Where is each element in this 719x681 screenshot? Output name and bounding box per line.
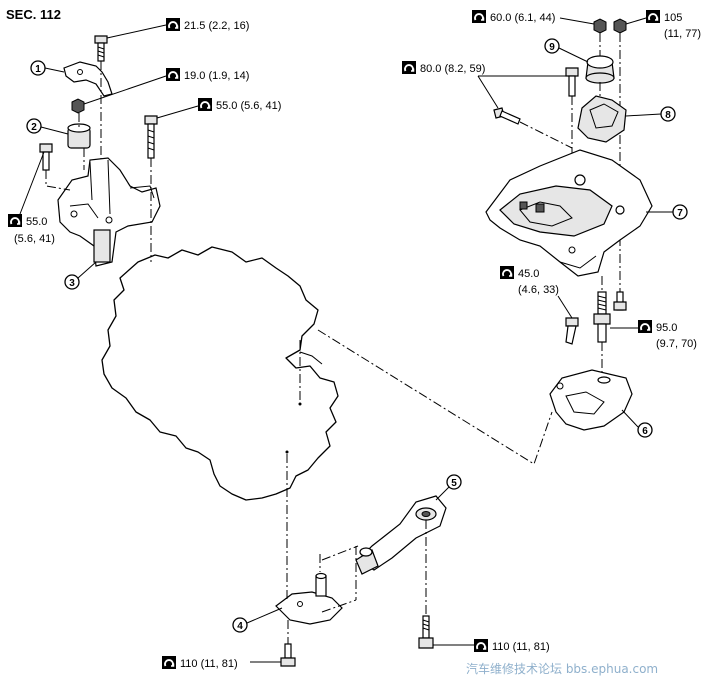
torque-spec-9: 95.0 (9.7, 70) <box>610 319 697 350</box>
svg-text:110 (11, 81): 110 (11, 81) <box>492 641 550 653</box>
callout-8: 8 <box>625 106 676 122</box>
svg-text:60.0 (6.1, 44): 60.0 (6.1, 44) <box>490 12 555 24</box>
bolt-110-right <box>418 615 434 649</box>
svg-text:9: 9 <box>549 42 555 53</box>
nut-105 <box>613 18 627 34</box>
svg-text:8: 8 <box>665 110 671 121</box>
svg-text:3: 3 <box>69 278 75 289</box>
callout-4: 4 <box>232 607 283 633</box>
svg-text:55.0 (5.6, 41): 55.0 (5.6, 41) <box>216 100 281 112</box>
torque-spec-7: 80.0 (8.2, 59) <box>401 60 485 75</box>
svg-text:105: 105 <box>664 12 682 24</box>
svg-text:6: 6 <box>642 426 648 437</box>
svg-text:(9.7, 70): (9.7, 70) <box>656 338 697 350</box>
torque-spec-6: 105 (11, 77) <box>625 9 701 40</box>
svg-text:1: 1 <box>35 64 41 75</box>
svg-text:2: 2 <box>31 122 37 133</box>
rod-bushing <box>355 547 379 575</box>
svg-text:55.0: 55.0 <box>26 216 47 228</box>
svg-text:7: 7 <box>677 208 683 219</box>
nut-60-0 <box>593 18 607 34</box>
rubber-insulator-part-2 <box>67 123 91 149</box>
svg-text:80.0 (8.2, 59): 80.0 (8.2, 59) <box>420 63 485 75</box>
torque-spec-5: 60.0 (6.1, 44) <box>471 9 595 25</box>
callout-9: 9 <box>544 38 589 63</box>
nut-19-0 <box>71 98 85 114</box>
svg-text:(4.6, 33): (4.6, 33) <box>518 284 559 296</box>
bolt-45-0 <box>565 317 579 345</box>
callout-5: 5 <box>435 474 462 501</box>
bolt-105-lower <box>613 291 627 311</box>
callout-3: 3 <box>64 261 97 290</box>
torque-wrench-icon <box>401 60 417 75</box>
torque-wrench-icon <box>161 655 177 670</box>
torque-wrench-icon <box>197 97 213 112</box>
bolt-80-0-lower <box>493 107 521 125</box>
callout-7: 7 <box>646 204 688 220</box>
svg-text:45.0: 45.0 <box>518 268 539 280</box>
svg-text:95.0: 95.0 <box>656 322 677 334</box>
torque-wrench-icon <box>637 319 653 334</box>
torque-spec-1: 21.5 (2.2, 16) <box>106 17 249 39</box>
engine-outline <box>101 246 339 501</box>
torque-spec-8: 45.0 (4.6, 33) <box>499 265 559 296</box>
bolt-21-5 <box>94 35 108 62</box>
insulator-part-8 <box>577 95 627 143</box>
torque-spec-3: 55.0 (5.6, 41) <box>156 97 281 119</box>
callout-1: 1 <box>30 60 65 76</box>
callout-2: 2 <box>26 118 69 135</box>
torque-wrench-icon <box>7 213 23 228</box>
torque-spec-4: 55.0 (5.6, 41) <box>7 151 55 245</box>
bolt-95-0 <box>593 291 611 343</box>
torque-wrench-icon <box>471 9 487 24</box>
section-code: SEC. 112 <box>6 7 61 22</box>
torque-spec-10: 110 (11, 81) <box>433 638 550 653</box>
watermark: 汽车维修技术论坛 bbs.ephua.com <box>466 661 658 676</box>
torque-wrench-icon <box>165 67 181 82</box>
svg-text:4: 4 <box>237 621 243 632</box>
svg-text:19.0 (1.9, 14): 19.0 (1.9, 14) <box>184 70 249 82</box>
torque-spec-11: 110 (11, 81) <box>161 655 281 670</box>
svg-text:110 (11, 81): 110 (11, 81) <box>180 658 238 670</box>
bolt-110-left <box>280 643 296 667</box>
torque-wrench-icon <box>165 17 181 32</box>
torque-wrench-icon <box>473 638 489 653</box>
upper-bracket-part-1 <box>63 61 113 97</box>
torque-wrench-icon <box>499 265 515 280</box>
svg-text:21.5 (2.2, 16): 21.5 (2.2, 16) <box>184 20 249 32</box>
bolt-80-0 <box>565 67 579 97</box>
torque-wrench-icon <box>645 9 661 24</box>
engine-mount-bracket-part-3 <box>57 157 161 267</box>
svg-text:(11, 77): (11, 77) <box>664 28 701 40</box>
svg-text:5: 5 <box>451 478 457 489</box>
svg-text:(5.6, 41): (5.6, 41) <box>14 233 55 245</box>
torque-spec-2: 19.0 (1.9, 14) <box>83 67 249 105</box>
bolt-55-right <box>144 115 158 159</box>
rubber-stopper-part-9 <box>585 55 615 84</box>
rear-mount-bracket-part-4 <box>275 591 343 625</box>
callout-6: 6 <box>621 409 653 438</box>
mount-bracket-part-6 <box>549 369 633 431</box>
